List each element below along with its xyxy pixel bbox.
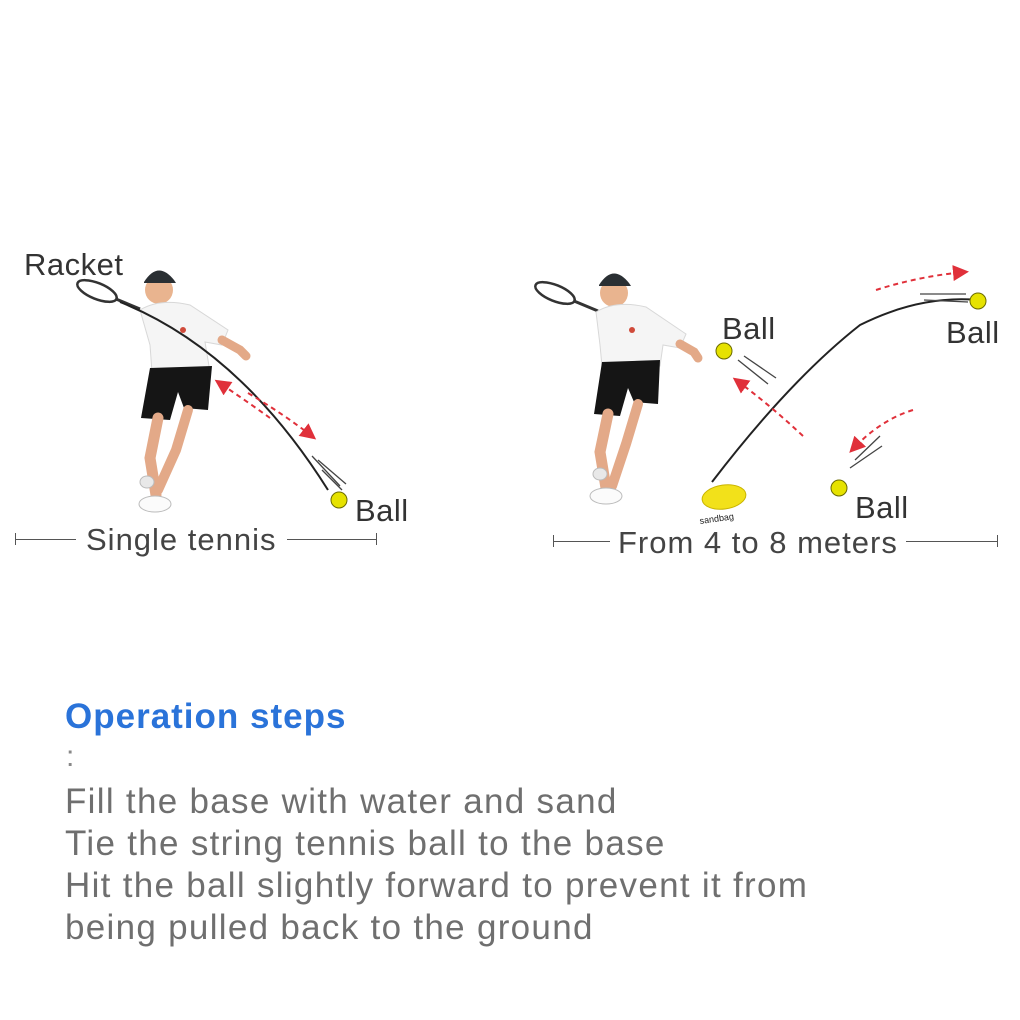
right-caption-tick-end [997,535,998,547]
right-top-ball-icon [969,292,987,310]
left-motion-lines [311,455,347,491]
sandbag-icon [701,484,747,510]
right-top-ball-label: Ball [946,315,1000,350]
step-line: Hit the ball slightly forward to prevent… [65,866,809,905]
left-return-arrow [214,379,271,419]
right-bottom-ball-label: Ball [855,490,909,525]
steps-title: Operation steps [65,697,347,736]
right-bottom-arrow [849,409,914,453]
right-mid-ball-label: Ball [722,311,776,346]
right-player-figure [534,273,703,505]
right-motion-lines [737,293,969,469]
left-string-line [119,301,329,491]
left-caption: Single tennis [76,524,287,555]
left-player-figure [76,270,251,513]
left-ball-label: Ball [355,493,409,528]
left-forward-arrow [247,392,317,440]
step-line: being pulled back to the ground [65,908,594,947]
step-line: Tie the string tennis ball to the base [65,824,666,863]
right-mid-ball-icon [715,342,733,360]
sandbag-label: sandbag [699,511,735,526]
steps-colon: : [66,740,75,773]
left-caption-tick-end [376,533,377,545]
left-ball-icon [330,491,348,509]
right-top-arrow [875,265,969,291]
right-return-arrow [732,377,804,437]
right-bottom-ball-icon [830,479,848,497]
right-caption: From 4 to 8 meters [610,527,906,558]
step-line: Fill the base with water and sand [65,782,618,821]
racket-label: Racket [24,247,124,282]
